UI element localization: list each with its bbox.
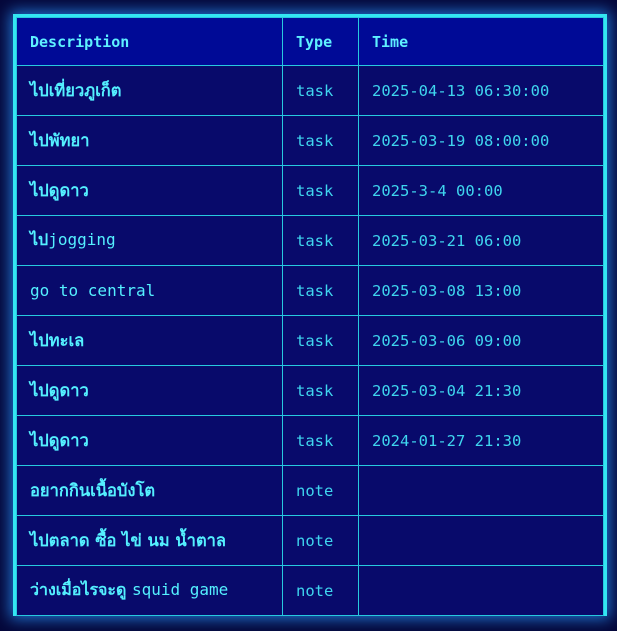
row-type: task bbox=[282, 315, 359, 366]
row-description: ไปjogging bbox=[16, 215, 283, 266]
row-description-thai: ไป bbox=[30, 230, 49, 249]
row-description: ไปตลาด ซื้อ ไข่ นม น้ำตาล bbox=[16, 515, 283, 566]
table-row[interactable]: ว่างเมื่อไรจะดู squid game note bbox=[16, 565, 604, 616]
row-time bbox=[358, 465, 604, 516]
row-description: ไปดูดาว bbox=[16, 365, 283, 416]
row-description: ไปทะเล bbox=[16, 315, 283, 366]
row-time: 2025-03-08 13:00 bbox=[358, 265, 604, 316]
table-row[interactable]: ไปjogging task 2025-03-21 06:00 bbox=[16, 215, 604, 266]
records-table-frame: Description Type Time ไปเที่ยวภูเก็ต tas… bbox=[13, 14, 607, 616]
column-header-type[interactable]: Type bbox=[282, 17, 359, 66]
table-row[interactable]: go to central task 2025-03-08 13:00 bbox=[16, 265, 604, 316]
row-description: go to central bbox=[16, 265, 283, 316]
row-time: 2025-03-19 08:00:00 bbox=[358, 115, 604, 166]
row-type: note bbox=[282, 565, 359, 616]
column-header-description[interactable]: Description bbox=[16, 17, 283, 66]
row-description-latin: jogging bbox=[48, 230, 116, 249]
row-description: ไปดูดาว bbox=[16, 165, 283, 216]
row-time bbox=[358, 515, 604, 566]
table-row[interactable]: ไปดูดาว task 2025-03-04 21:30 bbox=[16, 365, 604, 416]
row-time: 2025-3-4 00:00 bbox=[358, 165, 604, 216]
row-description-latin: squid game bbox=[131, 580, 229, 599]
row-type: task bbox=[282, 365, 359, 416]
row-type: task bbox=[282, 115, 359, 166]
row-type: task bbox=[282, 265, 359, 316]
row-time: 2025-04-13 06:30:00 bbox=[358, 65, 604, 116]
row-time: 2025-03-21 06:00 bbox=[358, 215, 604, 266]
records-table: Description Type Time ไปเที่ยวภูเก็ต tas… bbox=[16, 17, 604, 616]
table-row[interactable]: ไปพัทยา task 2025-03-19 08:00:00 bbox=[16, 115, 604, 166]
row-type: note bbox=[282, 465, 359, 516]
table-row[interactable]: ไปเที่ยวภูเก็ต task 2025-04-13 06:30:00 bbox=[16, 65, 604, 116]
row-description: ไปพัทยา bbox=[16, 115, 283, 166]
row-type: note bbox=[282, 515, 359, 566]
row-description: ไปเที่ยวภูเก็ต bbox=[16, 65, 283, 116]
row-description-thai: ว่างเมื่อไรจะดู bbox=[30, 580, 132, 599]
table-row[interactable]: ไปตลาด ซื้อ ไข่ นม น้ำตาล note bbox=[16, 515, 604, 566]
row-type: task bbox=[282, 165, 359, 216]
table-row[interactable]: ไปดูดาว task 2024-01-27 21:30 bbox=[16, 415, 604, 466]
row-description: อยากกินเนื้อบังโต bbox=[16, 465, 283, 516]
row-time: 2024-01-27 21:30 bbox=[358, 415, 604, 466]
column-header-time[interactable]: Time bbox=[358, 17, 604, 66]
table-header-row: Description Type Time bbox=[16, 17, 604, 66]
row-time bbox=[358, 565, 604, 616]
row-time: 2025-03-04 21:30 bbox=[358, 365, 604, 416]
row-type: task bbox=[282, 65, 359, 116]
row-description: ว่างเมื่อไรจะดู squid game bbox=[16, 565, 283, 616]
table-row[interactable]: อยากกินเนื้อบังโต note bbox=[16, 465, 604, 516]
row-time: 2025-03-06 09:00 bbox=[358, 315, 604, 366]
row-type: task bbox=[282, 215, 359, 266]
row-description: ไปดูดาว bbox=[16, 415, 283, 466]
table-row[interactable]: ไปทะเล task 2025-03-06 09:00 bbox=[16, 315, 604, 366]
row-type: task bbox=[282, 415, 359, 466]
table-row[interactable]: ไปดูดาว task 2025-3-4 00:00 bbox=[16, 165, 604, 216]
